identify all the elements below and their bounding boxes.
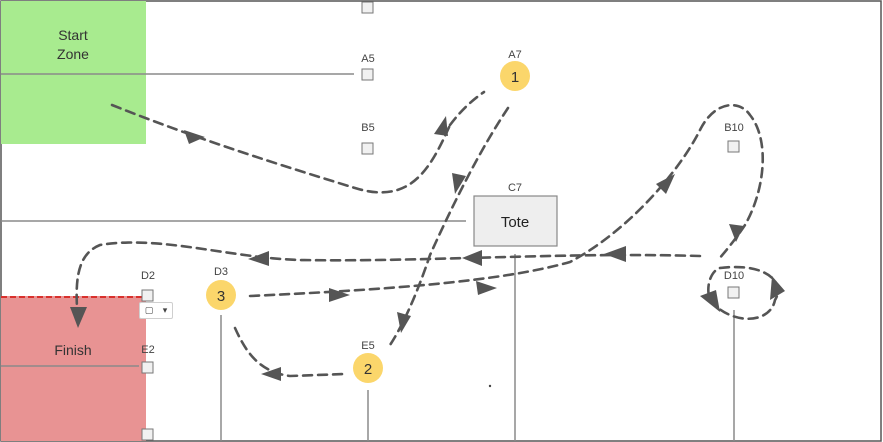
tote-label: Tote [501, 214, 529, 231]
location-marker-d10 [727, 286, 740, 299]
route-arrow-1 [184, 130, 205, 144]
location-label-b10: B10 [724, 122, 744, 134]
route-arrow-4 [397, 312, 411, 333]
pick-marker-1 [500, 61, 530, 91]
route-segment-start-to-1 [110, 103, 452, 194]
start-zone-label-line2: Zone [57, 46, 89, 62]
route-segment-to-finish [75, 241, 702, 324]
location-label-e5: E5 [361, 340, 374, 352]
location-marker-top [361, 1, 374, 14]
route-arrow-2 [434, 116, 448, 136]
location-marker-d2 [141, 289, 154, 302]
location-label-d3: D3 [214, 266, 228, 278]
chevron-down-icon: ▾ [162, 305, 168, 316]
route-arrow-11 [700, 290, 720, 312]
paste-options-dropdown[interactable]: ▢ ▾ [139, 302, 173, 319]
finish-zone-label: Finish [54, 342, 91, 358]
route-segment-d10-loop [707, 265, 780, 321]
start-zone-label-line1: Start [58, 27, 88, 43]
route-segment-3-to-b10 [248, 103, 765, 298]
stray-dot [488, 384, 492, 388]
route-arrow-14 [248, 251, 269, 266]
pick-marker-2 [353, 353, 383, 383]
finish-zone [1, 296, 146, 441]
route-arrow-8 [656, 174, 675, 194]
route-arrow-5 [261, 367, 281, 381]
route-arrow-13 [462, 250, 482, 266]
location-label-a7: A7 [508, 49, 521, 61]
start-zone [1, 1, 146, 144]
location-marker-b5 [361, 142, 374, 155]
route-arrow-9 [729, 224, 744, 242]
location-label-d10: D10 [724, 270, 744, 282]
pick-number-2: 2 [364, 361, 372, 378]
location-marker-e2 [141, 361, 154, 374]
location-label-e2: E2 [141, 344, 154, 356]
route-arrow-12 [604, 246, 626, 262]
route-arrow-7 [476, 281, 497, 295]
location-marker-a5 [361, 68, 374, 81]
location-label-a5: A5 [361, 53, 374, 65]
route-arrow-10 [770, 276, 785, 300]
location-label-b5: B5 [361, 122, 374, 134]
tote-box [473, 195, 558, 247]
pick-number-3: 3 [217, 288, 225, 305]
route-arrow-3 [452, 173, 466, 194]
location-marker-bottom [141, 428, 154, 441]
pick-marker-3 [206, 280, 236, 310]
location-label-d2: D2 [141, 270, 155, 282]
route-segment-approach-1 [448, 90, 486, 127]
route-arrow-6 [329, 288, 350, 302]
location-marker-b10 [727, 140, 740, 153]
dropdown-value: ▢ [144, 305, 154, 316]
location-label-c7: C7 [508, 182, 522, 194]
pick-number-1: 1 [511, 69, 519, 86]
route-segment-3-to-2 [233, 326, 347, 378]
route-arrow-finish [70, 307, 87, 328]
